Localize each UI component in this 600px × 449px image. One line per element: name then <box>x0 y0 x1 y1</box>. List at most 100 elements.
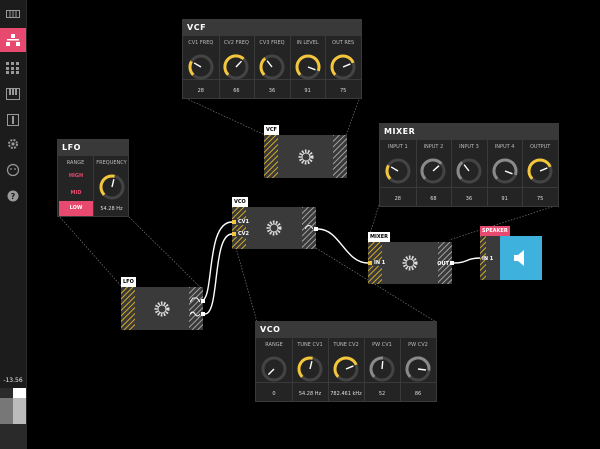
vco-output-port[interactable] <box>314 227 318 231</box>
knob-value: 86 <box>414 391 422 397</box>
knob-value: 75 <box>340 88 347 94</box>
knob[interactable] <box>220 51 252 83</box>
frequency-knob[interactable] <box>96 171 128 203</box>
smiley-icon[interactable] <box>0 158 26 182</box>
vco-node[interactable]: VCO CV1 CV2 <box>232 197 318 249</box>
grid-icon[interactable] <box>0 56 26 80</box>
knob-column: CV2 FREQ 66 <box>219 36 256 98</box>
knob-column: CV3 FREQ 36 <box>254 36 291 98</box>
mixer-output-port[interactable] <box>450 261 454 265</box>
knob[interactable] <box>292 51 324 83</box>
modules-icon[interactable] <box>0 28 26 52</box>
cable-icon[interactable] <box>0 108 26 132</box>
knob-label: OUT RES <box>332 40 355 46</box>
mixer-panel-title: MIXER <box>380 124 558 140</box>
gear-icon <box>298 149 313 164</box>
gear-icon <box>402 255 418 271</box>
knob-value: 782.461 kHz <box>330 391 362 397</box>
knob[interactable] <box>258 353 290 385</box>
knob[interactable] <box>402 353 434 385</box>
sidebar: ? -13.56 <box>0 0 27 449</box>
vco-node-label: VCO <box>232 197 248 207</box>
knob[interactable] <box>366 353 398 385</box>
knob[interactable] <box>382 155 414 187</box>
gear-icon <box>266 220 282 236</box>
gear-icon <box>154 301 170 316</box>
knob-value: 0 <box>272 391 276 397</box>
knob-label: INPUT 3 <box>459 144 479 150</box>
knob-column: TUNE CV1 54.28 Hz <box>292 338 329 401</box>
knob-column: IN LEVEL 91 <box>290 36 327 98</box>
knob[interactable] <box>417 155 449 187</box>
knob-value: 91 <box>304 88 311 94</box>
level-meter <box>0 388 26 449</box>
speaker-in1-port[interactable]: IN 1 <box>482 256 494 262</box>
knob[interactable] <box>327 51 359 83</box>
knob[interactable] <box>453 155 485 187</box>
knob-column: RANGE 0 <box>256 338 293 401</box>
speaker-node[interactable]: SPEAKER IN 1 <box>480 226 542 280</box>
knob-label: OUTPUT <box>529 144 551 150</box>
lfo-output-2-port[interactable] <box>201 312 205 316</box>
knob-label: CV3 FREQ <box>259 40 285 46</box>
svg-text:?: ? <box>11 192 16 201</box>
knob[interactable] <box>294 353 326 385</box>
knob-value: 28 <box>197 88 204 94</box>
lfo-node-label: LFO <box>121 277 136 287</box>
frequency-label: FREQUENCY <box>96 160 127 166</box>
piano-icon[interactable] <box>0 82 26 106</box>
knob-label: INPUT 2 <box>423 144 444 150</box>
vcf-node-label: VCF <box>264 125 279 135</box>
range-label: RANGE <box>66 160 85 166</box>
knob-value: 68 <box>430 196 437 202</box>
lfo-node[interactable]: LFO <box>121 277 205 330</box>
knob-column: OUT RES 75 <box>325 36 361 98</box>
range-low-button[interactable]: LOW <box>59 201 93 216</box>
lfo-output-1-port[interactable] <box>201 299 205 303</box>
knob-column: OUTPUT 75 <box>522 140 558 206</box>
vco-cv2-port[interactable]: CV2 <box>232 231 252 237</box>
speaker-node-label: SPEAKER <box>480 226 510 236</box>
knob-label: TUNE CV2 <box>333 342 359 348</box>
knob-label: TUNE CV1 <box>297 342 323 348</box>
knob-value: 75 <box>537 196 544 202</box>
knob-value: 52 <box>378 391 386 397</box>
range-mid-button[interactable]: MID <box>70 190 82 196</box>
knob-value: 28 <box>394 196 401 202</box>
knob-label: IN LEVEL <box>296 40 319 46</box>
range-high-button[interactable]: HIGH <box>68 173 84 179</box>
mixer-node[interactable]: MIXER IN 1 OUT <box>368 232 454 284</box>
keyboard-icon[interactable] <box>0 2 26 26</box>
vco-cv1-port[interactable]: CV1 <box>232 219 252 225</box>
knob-value: 36 <box>268 88 276 94</box>
knob-label: PW CV1 <box>372 342 392 348</box>
knob[interactable] <box>256 51 288 83</box>
gear-icon[interactable] <box>0 132 26 156</box>
knob-label: CV2 FREQ <box>223 40 249 46</box>
knob[interactable] <box>330 353 362 385</box>
knob[interactable] <box>524 155 556 187</box>
knob-label: PW CV2 <box>408 342 428 348</box>
mixer-node-label: MIXER <box>368 232 390 242</box>
level-readout: -13.56 <box>3 377 23 384</box>
vcf-node[interactable]: VCF <box>264 125 347 178</box>
knob-column: TUNE CV2 782.461 kHz <box>328 338 365 401</box>
knob[interactable] <box>489 155 521 187</box>
knob[interactable] <box>185 51 217 83</box>
knob-value: 54.28 Hz <box>298 391 322 397</box>
knob-column: INPUT 2 68 <box>416 140 453 206</box>
knob-value: 66 <box>233 88 240 94</box>
knob-label: RANGE <box>265 342 283 348</box>
sine-wave-icon <box>190 311 200 317</box>
knob-value: 91 <box>501 196 508 202</box>
speaker-icon <box>500 236 542 280</box>
help-icon[interactable]: ? <box>0 184 26 208</box>
mixer-in1-port[interactable]: IN 1 <box>368 260 388 266</box>
